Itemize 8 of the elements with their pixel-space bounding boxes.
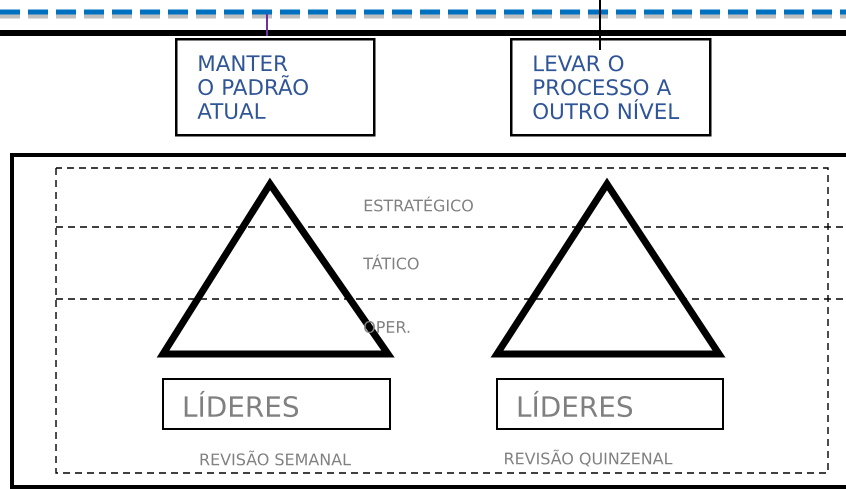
level-label: REVISÃO QUINZENAL bbox=[505, 450, 672, 466]
goal-box: LEVAR O PROCESSO A OUTRO NÍVEL bbox=[510, 38, 712, 136]
leader-box: LÍDERES bbox=[496, 378, 724, 430]
goal-box: MANTER O PADRÃO ATUAL bbox=[175, 38, 376, 136]
level-label: TÁTICO bbox=[363, 254, 419, 270]
level-label: REVISÃO SEMANAL bbox=[200, 450, 351, 466]
level-label: ESTRATÉGICO bbox=[364, 196, 473, 212]
leader-box: LÍDERES bbox=[162, 378, 391, 430]
